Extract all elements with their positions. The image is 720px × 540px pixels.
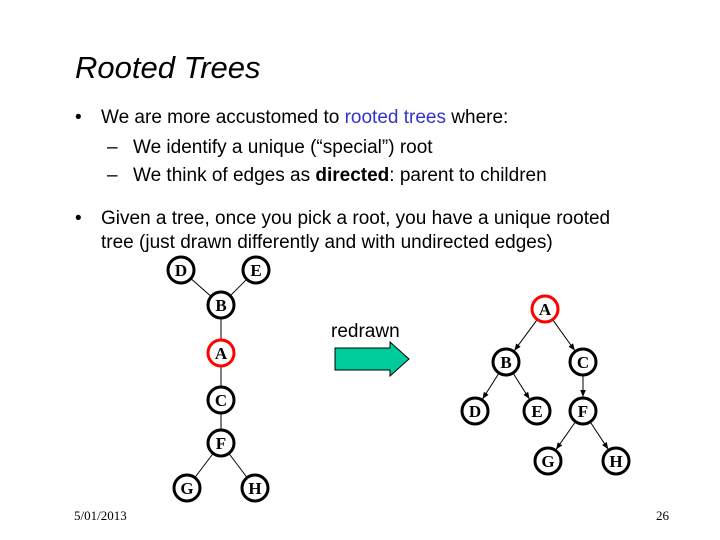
node-e — [522, 396, 552, 426]
node-d — [460, 396, 490, 426]
node-f — [206, 428, 236, 458]
rooted-tree-diagram: A B C D E F G H — [460, 294, 631, 476]
node-b — [206, 290, 236, 320]
edge-e-b — [229, 278, 248, 297]
node-label-g: G — [180, 479, 193, 498]
node-label-b: B — [215, 296, 226, 315]
node-label-g: G — [541, 452, 554, 471]
node-g — [533, 446, 563, 476]
sub-bullet-text-after: : parent to children — [389, 165, 547, 186]
redrawn-label: redrawn — [331, 321, 400, 342]
sub-bullet-text-before: We think of edges as — [133, 165, 316, 186]
footer-date: 5/01/2013 — [74, 508, 127, 523]
slide-number: 26 — [656, 508, 669, 523]
node-label-e: E — [531, 402, 542, 421]
bullet-mark: • — [75, 208, 82, 229]
node-a-root — [530, 294, 560, 324]
node-label-a: A — [539, 300, 552, 319]
dash-mark: – — [107, 165, 118, 186]
node-g — [172, 473, 202, 503]
bullet-given-tree: • Given a tree, once you pick a root, yo… — [75, 207, 675, 257]
edge-a-b — [513, 319, 538, 352]
edge-a-c — [552, 319, 576, 351]
node-b — [491, 347, 521, 377]
node-label-c: C — [577, 353, 589, 372]
node-label-d: D — [469, 402, 481, 421]
bullet-text-line1: Given a tree, once you pick a root, you … — [101, 208, 611, 229]
sub-bullet-unique-root: – We identify a unique (“special”) root — [107, 136, 667, 160]
rooted-trees-link-text: rooted trees — [344, 107, 446, 128]
edge-f-h — [589, 421, 609, 450]
node-label-d: D — [175, 261, 187, 280]
node-label-c: C — [215, 391, 227, 410]
bullet-text-before: We are more accustomed to — [101, 107, 345, 128]
bullet-mark: • — [75, 107, 82, 128]
dash-mark: – — [107, 137, 118, 158]
slide-title: Rooted Trees — [75, 50, 261, 85]
node-h — [240, 473, 270, 503]
sub-bullet-directed-edges: – We think of edges as directed: parent … — [107, 164, 667, 188]
edge-d-b — [190, 278, 212, 297]
node-c — [206, 385, 236, 415]
node-label-f: F — [216, 434, 226, 453]
node-label-b: B — [500, 353, 511, 372]
node-h — [601, 446, 631, 476]
directed-bold-text: directed — [315, 165, 390, 186]
redrawn-arrow — [334, 340, 410, 378]
node-label-h: H — [609, 452, 622, 471]
bullet-text-line2: tree (just drawn differently and with un… — [101, 232, 553, 253]
edge-b-e — [512, 372, 530, 400]
node-label-f: F — [578, 402, 588, 421]
node-e — [241, 255, 271, 285]
node-label-h: H — [248, 479, 261, 498]
bullet-text: We are more accustomed to rooted trees w… — [101, 106, 508, 130]
edge-f-g — [555, 421, 576, 450]
node-label-a: A — [215, 344, 228, 363]
node-c — [568, 347, 598, 377]
node-f — [568, 396, 598, 426]
node-a-root — [206, 338, 236, 368]
node-label-e: E — [250, 261, 261, 280]
sub-bullet-text: We identify a unique (“special”) root — [133, 137, 433, 158]
sub-bullet-text: We think of edges as directed: parent to… — [133, 164, 547, 188]
edge-f-g — [194, 453, 214, 478]
edge-f-h — [228, 453, 248, 478]
bullet-rooted-trees: • We are more accustomed to rooted trees… — [75, 106, 675, 130]
unrooted-tree-diagram: D E B A C F G H — [166, 255, 271, 503]
edge-b-d — [482, 372, 500, 400]
node-d — [166, 255, 196, 285]
bullet-text-after: where: — [446, 107, 509, 128]
